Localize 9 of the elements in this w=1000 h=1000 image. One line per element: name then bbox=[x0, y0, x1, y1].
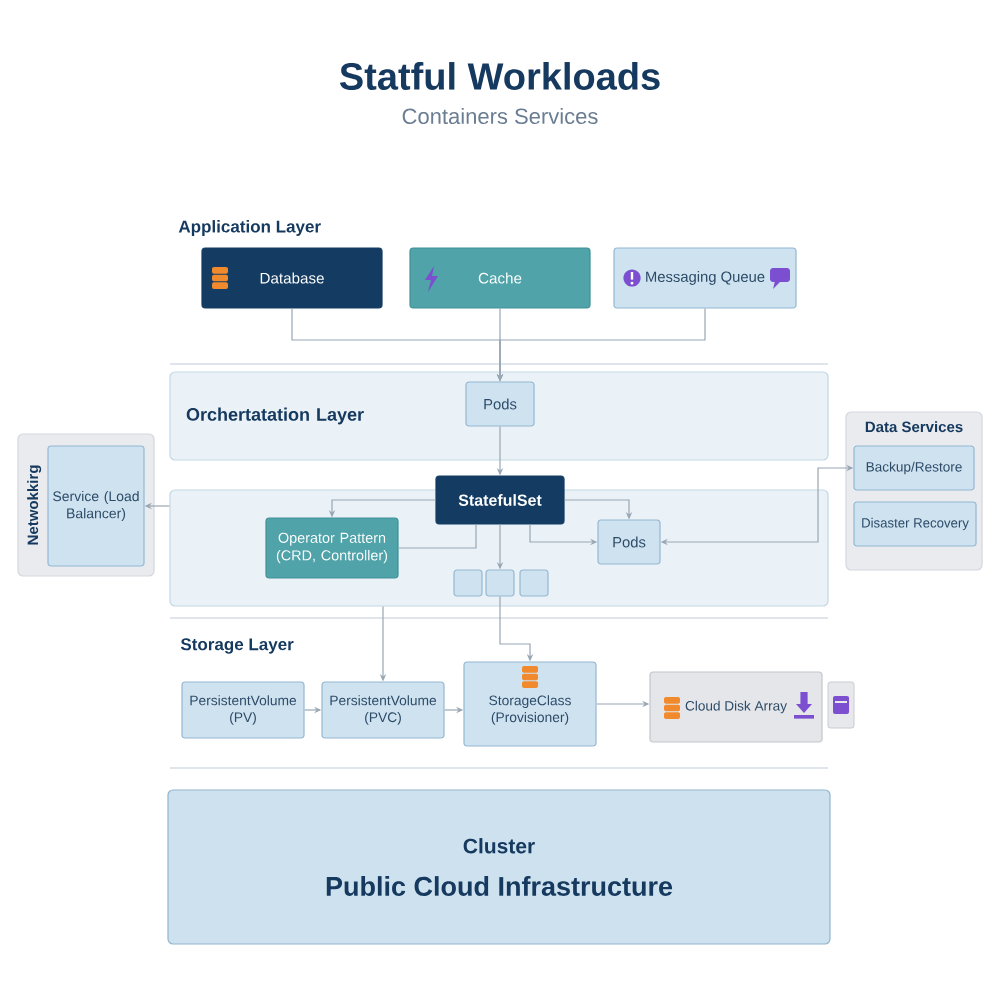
title: Statful Workloads bbox=[339, 62, 660, 90]
subtitle: Containers Services bbox=[402, 107, 598, 125]
small-box bbox=[453, 569, 483, 597]
small-box bbox=[485, 569, 515, 597]
statefulset-box: StatefulSet bbox=[435, 475, 565, 525]
cluster-box: Cluster Public Cloud Infrastructure bbox=[167, 789, 831, 945]
section-label: Storage Layer bbox=[180, 638, 294, 654]
connector bbox=[398, 524, 477, 549]
small-box bbox=[519, 569, 549, 597]
